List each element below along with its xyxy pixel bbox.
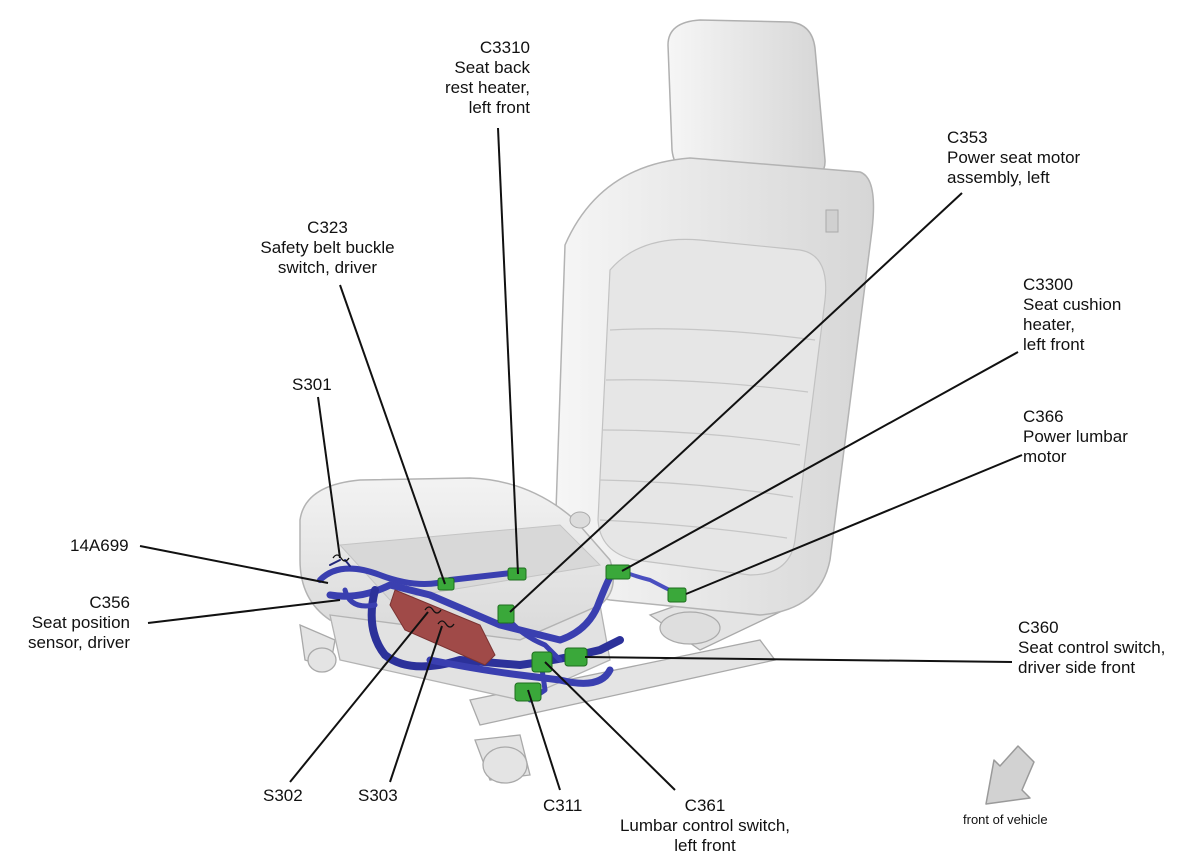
seat-back <box>554 157 875 616</box>
label-c360: C360 Seat control switch, driver side fr… <box>1018 618 1166 677</box>
label-c3310: C3310 Seat back rest heater, left front <box>444 38 530 117</box>
label-c311: C311 <box>543 796 583 815</box>
splice-marks <box>332 554 455 628</box>
label-c361: C361 Lumbar control switch, left front <box>619 796 791 855</box>
label-s301: S301 <box>292 375 332 394</box>
label-c356: C356 Seat position sensor, driver <box>27 593 130 652</box>
connectors <box>437 564 687 702</box>
label-14a699: 14A699 <box>70 536 129 555</box>
label-c323: C323 Safety belt buckle switch, driver <box>260 218 395 277</box>
wiring-harness <box>317 559 682 703</box>
label-front-of-vehicle: front of vehicle <box>963 812 1048 827</box>
label-s302: S302 <box>263 786 303 805</box>
label-c366: C366 Power lumbar motor <box>1023 407 1128 466</box>
leader-lines <box>139 127 1023 791</box>
label-s303: S303 <box>358 786 398 805</box>
label-c3300: C3300 Seat cushion heater, left front <box>1023 275 1122 354</box>
front-arrow-icon <box>985 745 1035 805</box>
label-c353: C353 Power seat motor assembly, left <box>947 128 1081 187</box>
